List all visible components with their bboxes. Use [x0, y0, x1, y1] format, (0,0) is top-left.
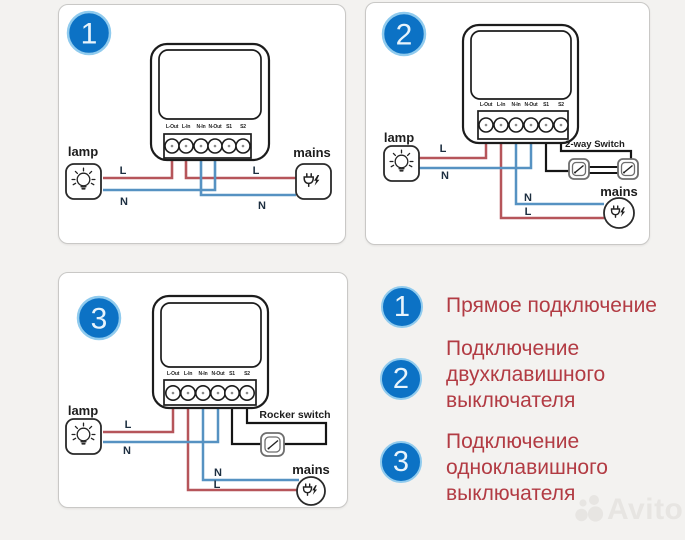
neutral-label: N [214, 467, 222, 479]
legend-badge-3: 3 [380, 441, 422, 483]
terminal-block [163, 379, 257, 406]
terminal-label: S1 [543, 102, 549, 108]
watermark-text: Avito [607, 493, 684, 526]
neutral-label: N [258, 200, 266, 212]
diagram-2-svg: 2 L-Out L-In N-In N-Out S1 S2 [381, 11, 639, 229]
neutral-wire-mains [199, 146, 296, 197]
mains-icon [296, 476, 326, 506]
two-way-switch-icon-left [568, 158, 590, 180]
legend-line: двухклавишного [446, 363, 606, 386]
avito-logo-icon [575, 495, 604, 522]
terminal-label: N-In [197, 124, 206, 130]
legend-line: Прямое подключение [446, 294, 657, 317]
live-wire-mains [499, 124, 604, 220]
two-way-switch-icon-right [617, 158, 639, 180]
badge-number: 1 [81, 18, 98, 51]
terminal-label: S1 [226, 124, 232, 130]
mains-icon [295, 163, 332, 200]
terminal-label: N-Out [525, 102, 538, 108]
live-label: L [125, 419, 132, 431]
legend-number: 3 [392, 445, 410, 478]
neutral-label: N [441, 170, 449, 182]
s1-wire [230, 393, 261, 446]
lightning-icon [620, 207, 626, 217]
terminal-label: L-In [497, 102, 506, 108]
legend-line: Подключение [446, 430, 580, 453]
diagram-3-svg: 3 L-Out L-In N-In N-Out S1 S2 [65, 294, 331, 506]
rocker-switch-icon [260, 432, 285, 457]
terminal-label: L-Out [167, 371, 180, 377]
terminal-block [477, 110, 569, 140]
diagram-panel-3: 3 L-Out L-In N-In N-Out S1 S2 [58, 272, 348, 508]
terminal-label: L-Out [480, 102, 493, 108]
step-badge-1: 1 [66, 10, 112, 56]
smart-switch-module: L-Out L-In N-In N-Out S1 S2 [151, 294, 270, 410]
live-label: L [525, 206, 532, 218]
terminal-block [163, 133, 252, 159]
legend-line: выключателя [446, 389, 576, 412]
lamp-icon [65, 163, 102, 200]
mains-label: mains [292, 462, 330, 477]
step-badge-2: 2 [381, 11, 427, 57]
terminal-label: S2 [244, 371, 250, 377]
legend-number: 2 [392, 362, 410, 395]
terminal-label: S2 [240, 124, 246, 130]
legend-line: выключателя [446, 482, 576, 505]
live-wire-mains [186, 393, 299, 492]
step-badge-3: 3 [76, 295, 122, 341]
neutral-wire-mains [514, 124, 604, 206]
neutral-label: N [524, 192, 532, 204]
live-label: L [440, 143, 447, 155]
terminal-label: L-In [182, 124, 191, 130]
lamp-label: lamp [68, 144, 98, 159]
badge-number: 3 [91, 303, 108, 336]
two-way-switch-label: 2-way Switch [565, 139, 625, 150]
terminal-label: N-Out [212, 371, 225, 377]
lamp-label: lamp [68, 403, 98, 418]
live-label: L [253, 165, 260, 177]
legend-badge-2: 2 [380, 358, 422, 400]
rocker-switch-label: Rocker switch [259, 409, 330, 421]
smart-switch-module: L-Out L-In N-In N-Out S1 S2 [149, 42, 271, 162]
s2-wire [245, 393, 328, 446]
terminal-label: L-Out [166, 124, 179, 130]
legend-item-1: Прямое подключение [446, 293, 657, 319]
terminal-label: N-In [199, 371, 208, 377]
badge-number: 2 [396, 19, 413, 52]
neutral-label: N [120, 196, 128, 208]
avito-watermark: Avito [574, 491, 683, 529]
legend-line: Подключение [446, 337, 580, 360]
lightning-icon [312, 485, 318, 495]
live-label: L [214, 479, 221, 491]
neutral-wire-lamp [103, 393, 220, 444]
diagram-panel-1: 1 L-Out L-In N-In N-Out S1 S2 [58, 4, 346, 244]
terminal-label: L-In [184, 371, 193, 377]
legend-item-2: Подключение двухклавишного выключателя [446, 336, 605, 414]
neutral-label: N [123, 445, 131, 457]
diagram-panel-2: 2 L-Out L-In N-In N-Out S1 S2 [365, 2, 650, 245]
terminal-label: S1 [229, 371, 235, 377]
lamp-icon [65, 418, 102, 455]
legend-badge-1: 1 [381, 286, 423, 328]
terminal-label: N-Out [209, 124, 222, 130]
neutral-wire-mains [201, 393, 299, 482]
terminal-label: S2 [558, 102, 564, 108]
lamp-label: lamp [384, 130, 414, 145]
terminal-label: N-In [512, 102, 521, 108]
lamp-icon [383, 145, 420, 182]
lightning-icon [314, 175, 320, 186]
diagram-1-svg: 1 L-Out L-In N-In N-Out S1 S2 [65, 10, 332, 212]
mains-label: mains [600, 184, 638, 199]
smart-switch-module: L-Out L-In N-In N-Out S1 S2 [461, 23, 580, 145]
live-label: L [120, 165, 127, 177]
mains-label: mains [293, 145, 331, 160]
legend-line: одноклавишного [446, 456, 608, 479]
legend-number: 1 [393, 290, 411, 323]
legend-item-3: Подключение одноклавишного выключателя [446, 429, 608, 507]
mains-icon [603, 197, 635, 229]
